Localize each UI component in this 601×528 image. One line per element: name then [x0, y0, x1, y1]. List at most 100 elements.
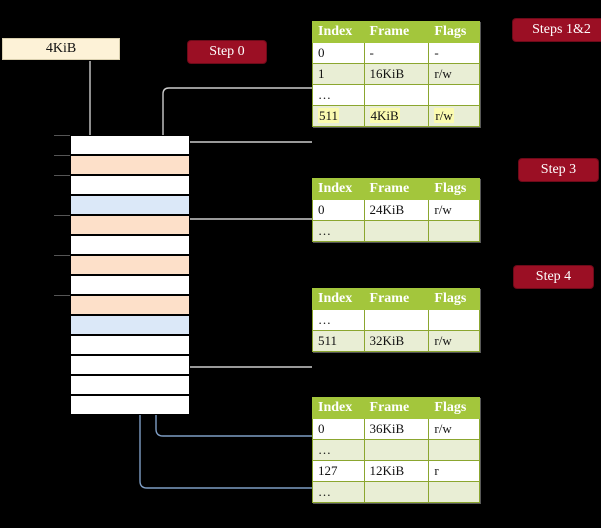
highlighted-value: 4KiB — [369, 108, 400, 123]
column-header-frame: Frame — [363, 21, 430, 43]
table-cell — [428, 84, 480, 106]
highlighted-value: 511 — [318, 108, 340, 123]
table-cell — [363, 481, 430, 503]
memory-frame-tick — [54, 155, 70, 156]
table-cell: … — [312, 309, 365, 331]
table-row: … — [312, 309, 480, 331]
memory-frame-row — [70, 175, 190, 195]
table-cell: r/w — [428, 418, 480, 440]
column-header-flags: Flags — [428, 397, 480, 419]
memory-frame-row — [70, 255, 190, 275]
table-cell: 32KiB — [363, 330, 430, 352]
badge-steps-1-2: Steps 1&2 — [513, 19, 601, 41]
table-cell: 0 — [312, 42, 365, 64]
table-cell — [363, 439, 430, 461]
badge-step-0: Step 0 — [188, 41, 266, 63]
virtual-address-label: 4KiB — [45, 41, 77, 56]
table-row: … — [312, 84, 480, 106]
table-cell: r/w — [428, 330, 480, 352]
memory-frame-row — [70, 295, 190, 315]
table-cell: r/w — [428, 105, 480, 127]
table-cell: r/w — [428, 63, 480, 85]
virtual-address-box: 4KiB — [2, 38, 120, 60]
table-cell: 12KiB — [363, 460, 430, 482]
wire-frame-36kib — [149, 207, 312, 437]
table-cell — [363, 220, 430, 242]
table-cell — [363, 309, 430, 331]
badge-step-3: Step 3 — [519, 159, 598, 181]
wire-step12-entry511 — [164, 141, 312, 152]
column-header-index: Index — [312, 178, 365, 200]
table-cell: … — [312, 439, 365, 461]
memory-frame-tick — [54, 135, 70, 136]
table-cell — [428, 309, 480, 331]
table-cell: 1 — [312, 63, 365, 85]
highlighted-value: r/w — [434, 108, 454, 123]
table-cell: 36KiB — [363, 418, 430, 440]
column-header-frame: Frame — [363, 178, 430, 200]
table-cell — [428, 220, 480, 242]
table-cell — [428, 481, 480, 503]
memory-frame-tick — [54, 295, 70, 296]
table-cell: 511 — [312, 105, 365, 127]
table-row: … — [312, 439, 480, 461]
table-cell: 127 — [312, 460, 365, 482]
memory-frame-row — [70, 315, 190, 335]
memory-frame-row — [70, 195, 190, 215]
table-row: 0-- — [312, 42, 480, 64]
badge-label: Step 3 — [540, 162, 577, 177]
wire-frame-12kib — [133, 327, 312, 489]
table-cell: - — [363, 42, 430, 64]
memory-frame-row — [70, 215, 190, 235]
table-cell: r — [428, 460, 480, 482]
memory-frame-tick — [54, 255, 70, 256]
table-cell: 0 — [312, 418, 365, 440]
badge-label: Steps 1&2 — [532, 22, 591, 37]
column-header-frame: Frame — [363, 288, 430, 310]
table-cell: 511 — [312, 330, 365, 352]
memory-frame-row — [70, 235, 190, 255]
memory-frame-row — [70, 375, 190, 395]
column-header-index: Index — [312, 21, 365, 43]
memory-frame-row — [70, 135, 190, 155]
table-cell: 0 — [312, 199, 365, 221]
table-cell — [428, 439, 480, 461]
table-cell: 24KiB — [363, 199, 430, 221]
table-cell: 16KiB — [363, 63, 430, 85]
wire-step3 — [176, 218, 312, 249]
column-header-index: Index — [312, 397, 365, 419]
table-cell: r/w — [428, 199, 480, 221]
column-header-flags: Flags — [428, 21, 480, 43]
memory-frame-tick — [54, 215, 70, 216]
table-cell: … — [312, 220, 365, 242]
table-cell: 4KiB — [363, 105, 430, 127]
table-row: … — [312, 481, 480, 503]
memory-frame-row — [70, 275, 190, 295]
memory-frame-row — [70, 355, 190, 375]
table-cell: … — [312, 84, 365, 106]
column-header-flags: Flags — [428, 178, 480, 200]
badge-label: Step 4 — [535, 269, 572, 284]
wire-step4 — [176, 308, 312, 368]
table-row: … — [312, 220, 480, 242]
physical-memory-column — [54, 135, 190, 415]
column-header-index: Index — [312, 288, 365, 310]
table-cell: … — [312, 481, 365, 503]
memory-frame-row — [70, 395, 190, 415]
table-row: 511 4KiB r/w — [312, 105, 480, 127]
table-cell: - — [428, 42, 480, 64]
